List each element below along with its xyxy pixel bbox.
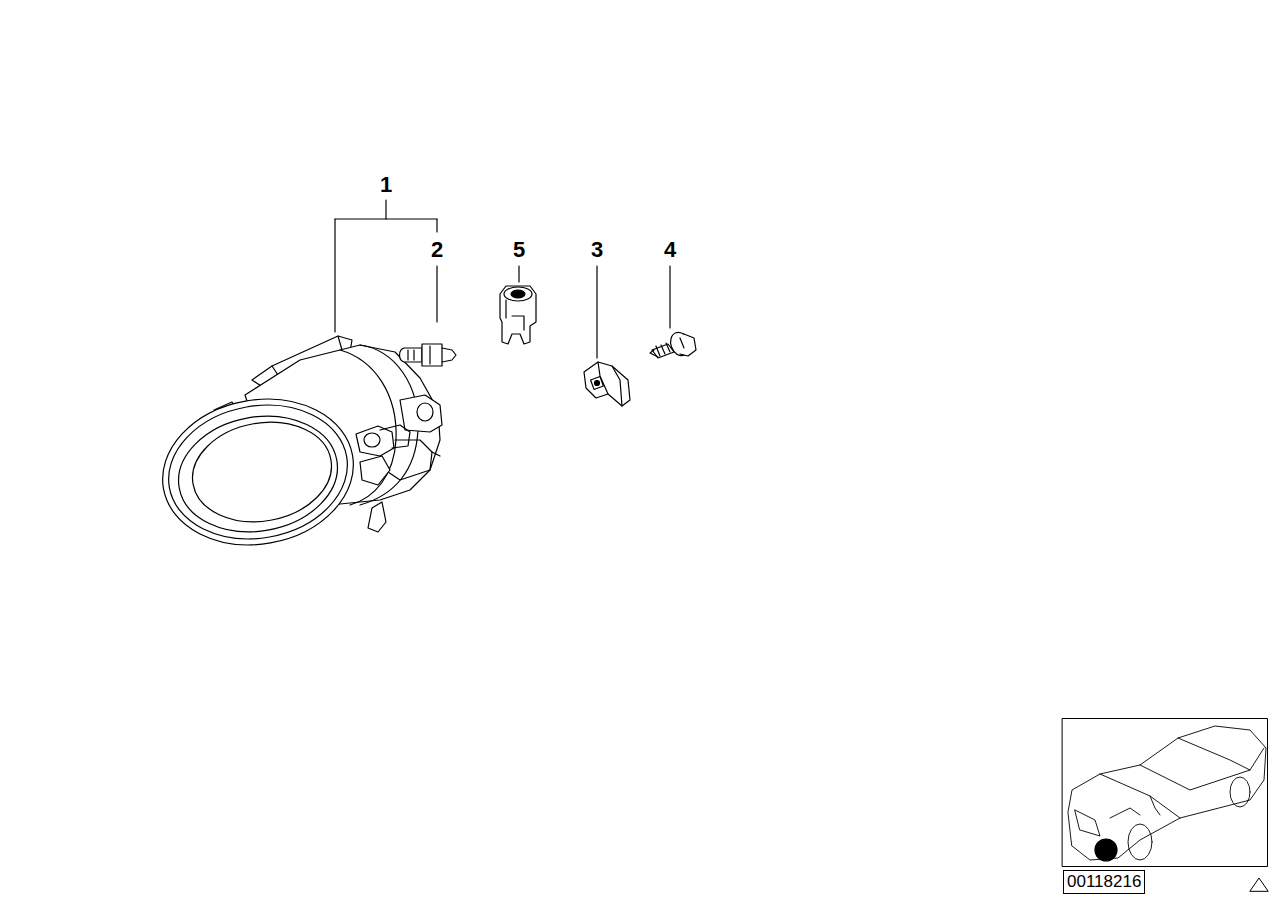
bulb-socket [500,286,536,344]
car-inset [1063,719,1268,867]
callout-number: 4 [664,238,676,262]
diagram-number: 00118216 [1067,872,1141,892]
leader-lines [335,200,670,358]
screw [650,330,696,359]
bulb [400,344,457,366]
clip-nut [584,362,630,406]
fog-light [151,336,442,560]
callout-number: 1 [380,173,392,197]
diagram-number-box: 00118216 [1063,870,1145,894]
callout-number: 2 [431,238,443,262]
triangle-symbol [1250,878,1268,891]
callout-number: 5 [513,238,525,262]
callout-number: 3 [591,238,603,262]
